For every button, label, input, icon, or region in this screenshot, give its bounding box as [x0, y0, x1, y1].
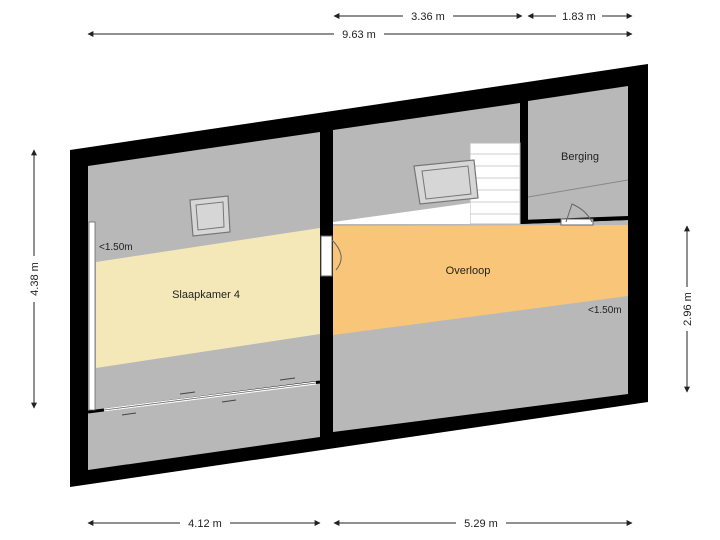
inner-wall-vertical [320, 130, 333, 437]
berging-room [528, 86, 628, 222]
inner-wall-berging [520, 101, 528, 224]
berging-divider [527, 179, 629, 198]
dim-right-height: 2.96 m [682, 292, 694, 326]
room-label-berging: Berging [561, 151, 599, 163]
sliding-doors-icon [103, 377, 317, 416]
overloop-area [333, 225, 628, 335]
ceiling-note-right: <1.50m [588, 305, 622, 316]
room-label-overloop: Overloop [446, 265, 491, 277]
door-slaapkamer-icon [320, 235, 342, 277]
room-label-slaapkamer: Slaapkamer 4 [172, 289, 240, 301]
dim-bottom-left: 4.12 m [188, 518, 222, 530]
ceiling-note-left: <1.50m [99, 242, 133, 253]
dim-left-height: 4.38 m [29, 262, 41, 296]
dim-bottom-right: 5.29 m [464, 518, 498, 530]
skylight-left-icon [189, 195, 231, 237]
stairs [333, 142, 521, 225]
slaapkamer-area [96, 228, 320, 368]
window-left-icon [88, 221, 96, 411]
door-berging-icon [560, 203, 594, 226]
skylight-right-icon [413, 159, 479, 205]
dim-top-total: 9.63 m [342, 29, 376, 41]
dim-top-b: 1.83 m [562, 11, 596, 23]
dim-top-a: 3.36 m [411, 11, 445, 23]
